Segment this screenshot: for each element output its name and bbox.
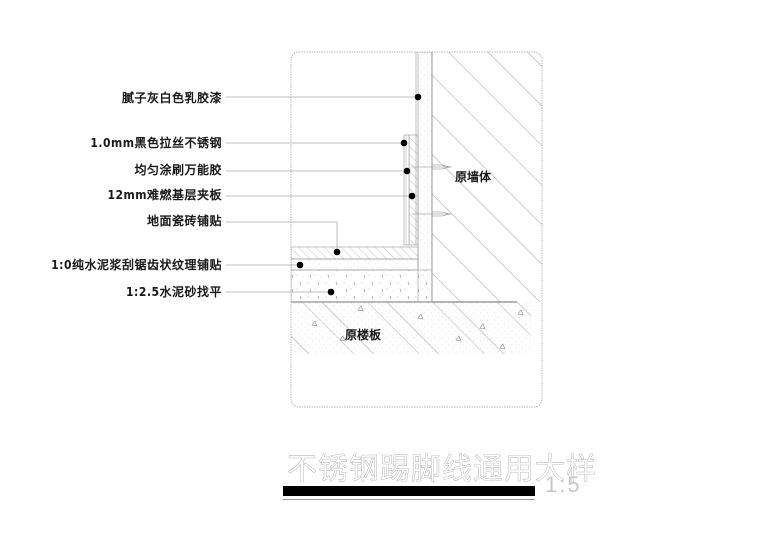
stainless-steel-skirting [403, 134, 410, 246]
wall-plaster [417, 52, 433, 303]
callout-label-cement-paste: 1:0纯水泥浆刮锯齿状纹理铺贴 [51, 258, 222, 272]
region-label-original-floor-slab: 原楼板 [345, 328, 382, 342]
callout-label-floor-tile: 地面瓷砖铺贴 [146, 214, 222, 228]
callout-label-cement-screed: 1:2.5水泥砂找平 [126, 285, 222, 299]
drawing-scale: 1:5 [545, 472, 582, 497]
callout-label-adhesive: 均匀涂刷万能胶 [134, 163, 222, 177]
callout-label-stainless-steel: 1.0mm黑色拉丝不锈钢 [90, 136, 222, 150]
title-underline-thin [283, 499, 535, 500]
title-underline-bar [283, 486, 535, 496]
floor-tile [291, 246, 419, 260]
original-wall [432, 52, 542, 302]
callout-label-putty-latex-paint: 腻子灰白色乳胶漆 [121, 91, 222, 105]
plywood-base [408, 134, 419, 246]
cement-paste-layer [291, 258, 419, 271]
drawing-title: 不锈钢踢脚线通用大样 [287, 452, 597, 487]
callout-label-plywood-base: 12mm难燃基层夹板 [107, 188, 222, 202]
cement-screed-layer [291, 269, 433, 303]
region-label-original-wall: 原墙体 [455, 170, 492, 184]
